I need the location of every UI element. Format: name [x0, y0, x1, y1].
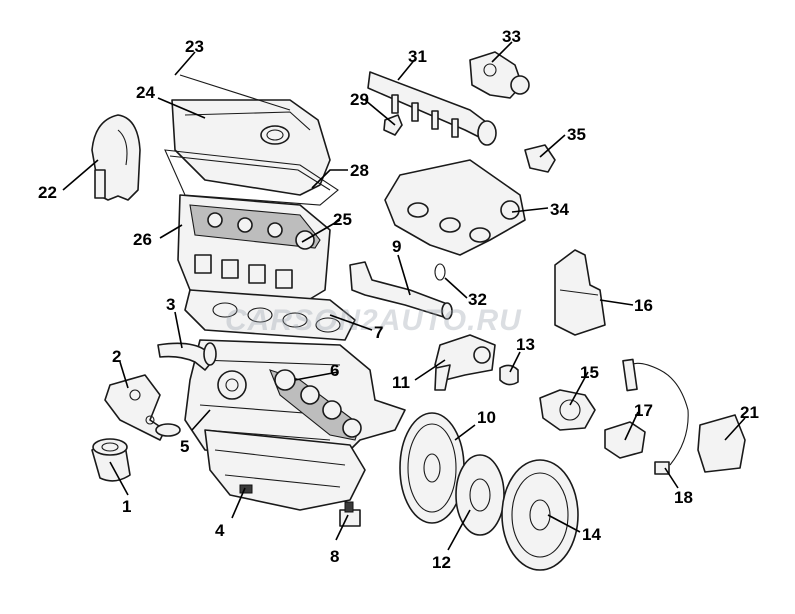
callout-26: 26	[133, 230, 152, 249]
idle-air-valve	[524, 144, 556, 173]
callout-6: 6	[330, 361, 339, 380]
valve-cover-gasket	[164, 149, 339, 206]
callout-1: 1	[122, 497, 131, 516]
fuel-rail	[367, 71, 497, 146]
callout-28: 28	[350, 161, 369, 180]
callout-22: 22	[38, 183, 57, 202]
callout-5: 5	[180, 437, 189, 456]
oil-pressure-sensor	[339, 501, 361, 527]
timing-belt-cover	[91, 114, 141, 201]
callout-21: 21	[740, 403, 759, 422]
callout-31: 31	[408, 47, 427, 66]
oil-filter	[91, 438, 131, 482]
callout-labels: 1 2 3 4 5 6 7 8 9 11 12 13 14 15 16 17 1…	[38, 27, 759, 572]
callout-13: 13	[516, 335, 535, 354]
callout-24: 24	[136, 83, 155, 102]
crankshaft	[269, 369, 362, 441]
coolant-hose	[157, 342, 217, 371]
callout-4: 4	[215, 521, 225, 540]
callout-10: 10	[477, 408, 496, 427]
pressure-plate	[501, 459, 579, 571]
head-gasket	[184, 289, 356, 341]
flywheel	[399, 412, 465, 524]
callout-2: 2	[112, 347, 121, 366]
callout-8: 8	[330, 547, 339, 566]
leader-lines	[62, 41, 746, 551]
thermostat-housing	[434, 334, 496, 391]
callout-16: 16	[634, 296, 653, 315]
throttle-body	[469, 51, 530, 99]
cylinder-head	[177, 194, 331, 306]
callout-18: 18	[674, 488, 693, 507]
callout-29: 29	[350, 90, 369, 109]
callout-23: 23	[185, 37, 204, 56]
engine-mount-bracket	[104, 374, 181, 441]
callout-3: 3	[166, 295, 175, 314]
control-module	[554, 249, 606, 336]
intake-manifold	[384, 159, 526, 256]
ignition-coil	[697, 414, 746, 473]
distributor	[539, 389, 596, 431]
callout-9: 9	[392, 237, 401, 256]
callout-17: 17	[634, 401, 653, 420]
callout-15: 15	[580, 363, 599, 382]
callout-14: 14	[582, 525, 601, 544]
callout-34: 34	[550, 200, 569, 219]
spark-plug-lead	[622, 358, 689, 475]
valve-cover	[171, 74, 331, 196]
coolant-pipe	[349, 261, 453, 320]
o-ring	[434, 263, 446, 281]
callout-11: 11	[392, 373, 410, 392]
callout-7: 7	[374, 323, 383, 342]
thermostat	[499, 364, 519, 386]
watermark: CARSON2AUTO.RU	[225, 304, 522, 337]
callout-12: 12	[432, 553, 451, 572]
callout-35: 35	[567, 125, 586, 144]
callout-32: 32	[468, 290, 487, 309]
callout-25: 25	[333, 210, 352, 229]
callout-33: 33	[502, 27, 521, 46]
